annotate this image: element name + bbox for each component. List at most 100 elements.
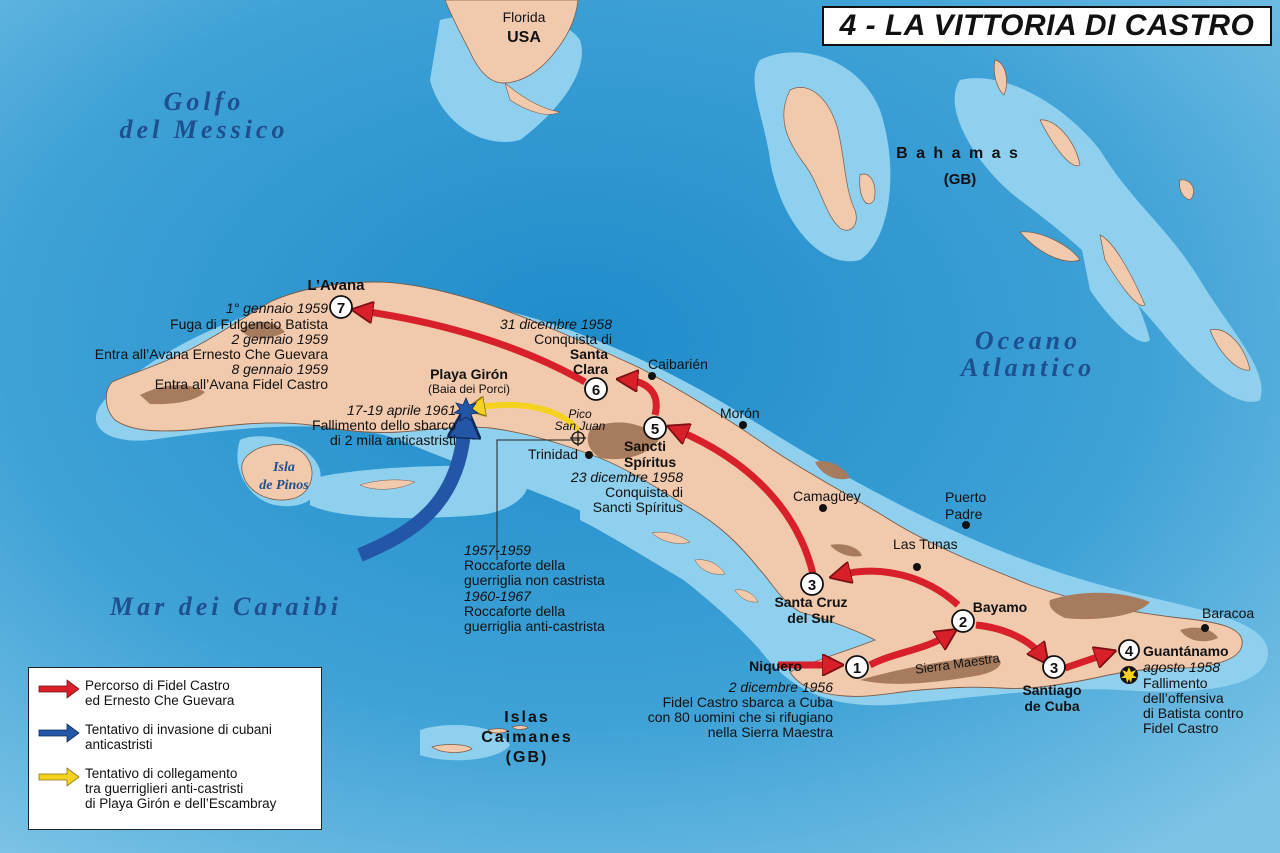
crosshair-icon — [570, 430, 586, 446]
event-7: 1° gennaio 1959 Fuga di Fulgencio Batist… — [95, 300, 328, 392]
svg-text:5: 5 — [651, 421, 659, 438]
battle-icon — [452, 396, 480, 422]
svg-text:nella Sierra Maestra: nella Sierra Maestra — [708, 724, 833, 740]
step-markers: 1 2 3 3 4 5 6 7 — [329, 295, 1140, 679]
sea-labels: Golfo del Messico Oceano Atlantico Mar d… — [109, 87, 1095, 621]
event-escambray: 1957-1959 Roccaforte della guerriglia no… — [464, 542, 605, 634]
mountains — [140, 321, 1218, 684]
svg-text:Conquista di: Conquista di — [534, 331, 612, 347]
pico-label-1: Pico — [568, 407, 592, 421]
svg-text:con 80 uomini che si rifugiano: con 80 uomini che si rifugiano — [648, 709, 833, 725]
step-marker-1: 1 — [845, 655, 869, 679]
svg-text:Fallimento dello sbarco: Fallimento dello sbarco — [312, 417, 456, 433]
explosion-icon — [1120, 666, 1138, 684]
event-4: agosto 1958 Fallimento dell’offensiva di… — [1143, 659, 1244, 736]
step-marker-5: 5 — [643, 416, 667, 440]
svg-text:2 gennaio 1959: 2 gennaio 1959 — [230, 331, 328, 347]
caymans-land — [431, 725, 529, 753]
region-labels: Florida USA B a h a m a s (GB) Islas Cai… — [481, 9, 1020, 766]
legend-item-castro-route: Percorso di Fidel Castro ed Ernesto Che … — [37, 678, 234, 708]
gulf-label-2: del Messico — [120, 115, 289, 144]
atlantic-label-1: Oceano — [975, 326, 1081, 355]
route-arrow-2-3sc — [840, 571, 961, 608]
isla-pinos-label-1: Isla — [272, 460, 295, 475]
event-6: 31 dicembre 1958 Conquista di Santa Clar… — [500, 316, 612, 377]
svg-text:guerriglia anti-castrista: guerriglia anti-castrista — [464, 618, 605, 634]
caribbean-label: Mar dei Caraibi — [109, 592, 342, 621]
event-5: 23 dicembre 1958 Conquista di Sancti Spí… — [570, 469, 683, 515]
bayamo-label: Bayamo — [973, 599, 1027, 615]
event-labels: 1° gennaio 1959 Fuga di Fulgencio Batist… — [95, 300, 1244, 740]
puerto-padre-label-1: Puerto — [945, 489, 986, 505]
svg-text:1: 1 — [853, 660, 861, 677]
route-arrow-6-7 — [362, 311, 587, 386]
svg-text:Clara: Clara — [573, 361, 608, 377]
svg-text:Entra all’Avana Fidel Castro: Entra all’Avana Fidel Castro — [155, 376, 328, 392]
atlantic-label-2: Atlantico — [959, 353, 1095, 382]
svg-text:2 dicembre 1956: 2 dicembre 1956 — [728, 679, 834, 695]
svg-text:3: 3 — [1050, 660, 1058, 677]
svg-text:23 dicembre 1958: 23 dicembre 1958 — [570, 469, 683, 485]
santiago-label-1: Santiago — [1022, 682, 1081, 698]
bahamas-gb-label: (GB) — [944, 171, 977, 188]
moron-label: Morón — [720, 405, 760, 421]
city-dots — [585, 372, 1209, 632]
castro-route — [362, 311, 1106, 668]
legend-label-castro: Percorso di Fidel Castro ed Ernesto Che … — [85, 678, 235, 708]
baia-porci-label: (Baia dei Porci) — [428, 382, 510, 396]
legend: Percorso di Fidel Castro ed Ernesto Che … — [28, 667, 322, 830]
svg-text:Fidel Castro: Fidel Castro — [1143, 720, 1219, 736]
gulf-label-1: Golfo — [164, 87, 245, 116]
legend-label-invasion: Tentativo di invasione di cubani anticas… — [85, 722, 272, 752]
caimanes-label-2: Caimanes — [481, 729, 573, 746]
caimanes-label-1: Islas — [504, 709, 550, 726]
svg-text:1957-1959: 1957-1959 — [464, 542, 531, 558]
svg-text:Fidel Castro sbarca a Cuba: Fidel Castro sbarca a Cuba — [663, 694, 834, 710]
yellow-arrow-icon — [38, 767, 80, 787]
playa-giron-label: Playa Girón — [430, 366, 508, 382]
bahamas-islands — [783, 59, 1251, 371]
svg-text:6: 6 — [592, 382, 600, 399]
svg-text:Fallimento: Fallimento — [1143, 675, 1208, 691]
link-arrow — [475, 405, 581, 433]
pico-label-2: San Juan — [555, 419, 606, 433]
santa-cruz-label-2: del Sur — [787, 610, 835, 626]
trinidad-label: Trinidad — [528, 446, 578, 462]
svg-text:8 gennaio 1959: 8 gennaio 1959 — [231, 361, 328, 377]
svg-text:31 dicembre 1958: 31 dicembre 1958 — [500, 316, 612, 332]
step-marker-3-santiago: 3 — [1042, 655, 1066, 679]
svg-text:Roccaforte della: Roccaforte della — [464, 557, 565, 573]
las-tunas-label: Las Tunas — [893, 536, 958, 552]
svg-text:7: 7 — [337, 300, 345, 317]
camaguey-label: Camagüey — [793, 488, 861, 504]
svg-text:4: 4 — [1125, 643, 1134, 660]
svg-text:dell’offensiva: dell’offensiva — [1143, 690, 1224, 706]
svg-text:di Batista contro: di Batista contro — [1143, 705, 1244, 721]
bahamas-label: B a h a m a s — [896, 145, 1020, 162]
city-labels: L’Avana Caibarién Morón Camagüey Puerto … — [308, 277, 1255, 714]
svg-text:17-19 aprile 1961: 17-19 aprile 1961 — [347, 402, 456, 418]
step-marker-7: 7 — [329, 295, 353, 319]
usa-label: USA — [507, 29, 541, 46]
florida-label: Florida — [503, 9, 546, 25]
route-arrow-3-4 — [1063, 654, 1106, 672]
santiago-label-2: de Cuba — [1024, 698, 1079, 714]
svg-text:Conquista di: Conquista di — [605, 484, 683, 500]
event-1: 2 dicembre 1956 Fidel Castro sbarca a Cu… — [648, 679, 833, 740]
svg-text:1° gennaio 1959: 1° gennaio 1959 — [226, 300, 328, 316]
invasion-arrow — [357, 422, 465, 562]
legend-item-link: Tentativo di collegamento tra guerriglie… — [37, 766, 276, 811]
niquero-label: Niquero — [749, 658, 802, 674]
florida-keys — [504, 82, 562, 115]
baracoa-label: Baracoa — [1202, 605, 1254, 621]
svg-text:Roccaforte della: Roccaforte della — [464, 603, 565, 619]
route-arrow-2-3 — [975, 621, 1042, 656]
caimanes-label-3: (GB) — [506, 749, 549, 766]
svg-text:2: 2 — [959, 614, 967, 631]
cays — [359, 479, 759, 603]
svg-text:guerriglia non castrista: guerriglia non castrista — [464, 572, 605, 588]
svg-text:di 2 mila anticastristi: di 2 mila anticastristi — [330, 432, 456, 448]
blue-arrow-icon — [38, 723, 80, 743]
svg-text:1960-1967: 1960-1967 — [464, 588, 532, 604]
step-marker-4: 4 — [1118, 639, 1140, 661]
